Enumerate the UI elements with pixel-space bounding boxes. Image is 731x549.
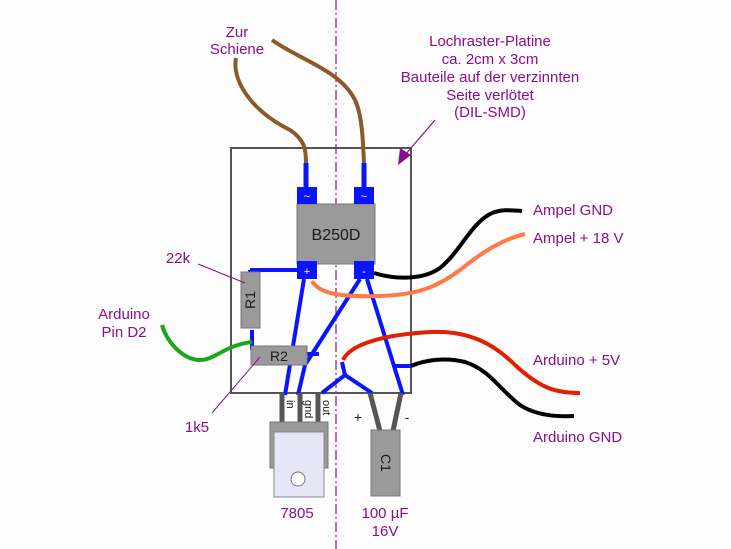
bridge-pin-ac1-label: ~ [304, 191, 310, 203]
rail-wire-right [270, 38, 366, 164]
label-arduino-pin-1: Arduino [98, 306, 150, 323]
label-r1-value: 22k [166, 250, 191, 267]
label-ampel-18v: Ampel + 18 V [533, 230, 623, 247]
board-note-line-4: Seite verlötet [446, 87, 534, 104]
label-regulator: 7805 [280, 505, 313, 522]
resistor-r1-name: R1 [242, 291, 258, 309]
rail-wire-left [233, 57, 308, 164]
board-note-line-2: ca. 2cm x 3cm [442, 51, 539, 68]
wire-arduino-pin-d2 [160, 324, 253, 363]
wire-ampel-18v [310, 232, 526, 299]
label-arduino-gnd: Arduino GND [533, 429, 622, 446]
label-r2-value: 1k5 [185, 419, 209, 436]
bridge-name: B250D [312, 227, 361, 244]
resistor-r2-name: R2 [270, 348, 288, 364]
bridge-pin-plus-label: + [304, 266, 310, 278]
bridge-pin-ac2-label: ~ [361, 191, 367, 203]
label-rail-1: Zur [226, 24, 249, 41]
arrow-head-icon [398, 148, 411, 165]
perfboard-outline [230, 147, 412, 394]
traces [248, 268, 411, 396]
label-arduino-pin-2: Pin D2 [101, 324, 146, 341]
capacitor-plus: + [354, 409, 362, 425]
resistor-r2 [250, 345, 308, 366]
board-note-line-3: Bauteile auf der verzinnten [401, 69, 579, 86]
bridge-rectifier-body [296, 203, 376, 265]
capacitor-minus: - [405, 409, 410, 425]
bridge-pin-ac2 [354, 187, 374, 204]
bridge-pin-ac1 [297, 187, 317, 204]
label-rail-2: Schiene [210, 41, 264, 58]
regulator-pin-gnd-label: gnd [302, 400, 314, 418]
wire-arduino-5v [341, 329, 581, 395]
board-note-line-1: Lochraster-Platine [429, 33, 551, 50]
regulator-pin-out-label: out [320, 400, 332, 415]
bridge-pin-plus [297, 261, 317, 279]
wire-ampel-gnd [373, 208, 523, 280]
leader-22k [197, 263, 246, 284]
label-cap-value-2: 16V [372, 523, 399, 540]
voltage-regulator [269, 393, 329, 498]
label-arduino-5v: Arduino + 5V [533, 352, 620, 369]
bridge-pin-minus-label: - [362, 266, 366, 278]
regulator-pin-in-label: in [284, 400, 296, 409]
label-ampel-gnd: Ampel GND [533, 202, 613, 219]
board-note-line-5: (DIL-SMD) [454, 104, 526, 121]
wire-arduino-gnd [410, 357, 575, 419]
label-cap-value-1: 100 µF [362, 505, 409, 522]
capacitor-name: C1 [378, 454, 394, 472]
leader-1k5 [211, 356, 261, 414]
bridge-pin-minus [354, 261, 374, 279]
resistor-r1 [240, 271, 261, 329]
leader-board-note [404, 119, 436, 156]
capacitor [367, 392, 404, 497]
